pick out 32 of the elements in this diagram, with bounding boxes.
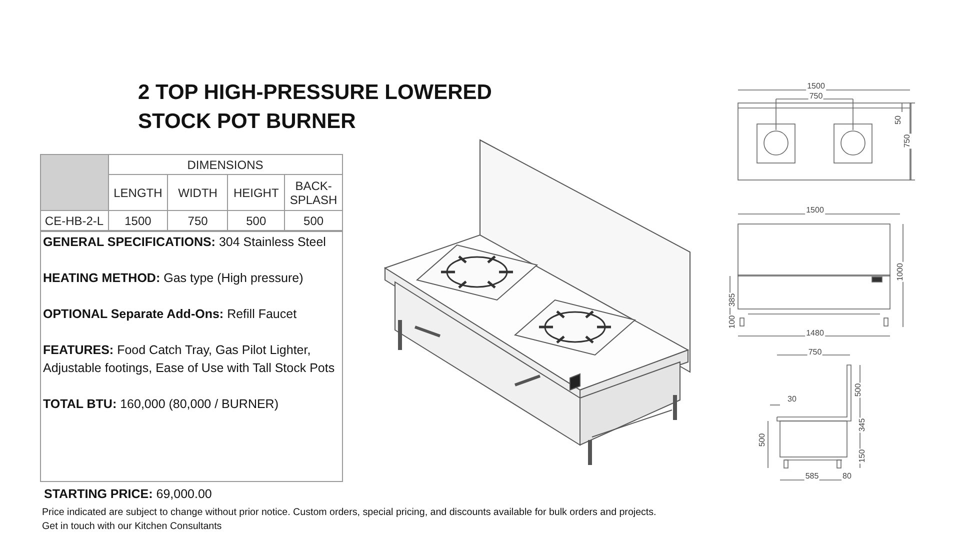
title: 2 TOP HIGH-PRESSURE LOWERED STOCK POT BURNER bbox=[138, 80, 493, 135]
table-cell: CE-HB-2-L bbox=[40, 210, 108, 230]
dimension-label: 750 bbox=[807, 348, 823, 356]
dimension-label: 80 bbox=[842, 472, 852, 480]
table-header-cell: BACK-SPLASH bbox=[284, 174, 342, 210]
specification-text: OPTIONAL Separate Add-Ons: Refill Faucet bbox=[43, 306, 298, 323]
specification-text: HEATING METHOD: Gas type (High pressure) bbox=[43, 270, 304, 287]
dimension-label: 500 bbox=[854, 382, 862, 398]
note-text: Price indicated are subject to change without prior notice. Custom orders, special pricing, and discounts available for bulk orders and projects. bbox=[42, 506, 656, 520]
dimension-label: 50 bbox=[894, 114, 902, 126]
dimension-label: 150 bbox=[858, 448, 866, 464]
dimension-label: 585 bbox=[804, 472, 820, 480]
dimension-label: 1500 bbox=[806, 82, 826, 90]
dimension-label: 750 bbox=[902, 133, 912, 149]
dimension-label: 1000 bbox=[896, 262, 904, 282]
table-header-cell: HEIGHT bbox=[228, 174, 285, 210]
note-text: Get in touch with our Kitchen Consultants bbox=[42, 520, 222, 534]
dimension-label: 100 bbox=[728, 314, 736, 330]
price-text: STARTING PRICE: 69,000.00 bbox=[44, 486, 212, 503]
dimension-label: 1500 bbox=[805, 206, 825, 214]
dimension-label: 385 bbox=[728, 292, 736, 308]
dimension-label: 500 bbox=[758, 432, 766, 448]
specification-text: TOTAL BTU: 160,000 (80,000 / BURNER) bbox=[43, 396, 280, 413]
specification-text: GENERAL SPECIFICATIONS: 304 Stainless Steel bbox=[43, 234, 327, 251]
specification-text: FEATURES: Food Catch Tray, Gas Pilot Lighter, Adjustable footings, Ease of Use with Tall Stock Pots bbox=[43, 342, 336, 377]
table-header-cell: DIMENSIONS bbox=[108, 154, 342, 174]
table-header-cell: LENGTH bbox=[108, 174, 168, 210]
table-header-cell: WIDTH bbox=[168, 174, 228, 210]
dimension-label: 750 bbox=[808, 92, 824, 100]
dimension-label: 345 bbox=[858, 417, 866, 433]
dimension-label: 1480 bbox=[805, 328, 825, 338]
dimension-label: 30 bbox=[786, 394, 798, 404]
